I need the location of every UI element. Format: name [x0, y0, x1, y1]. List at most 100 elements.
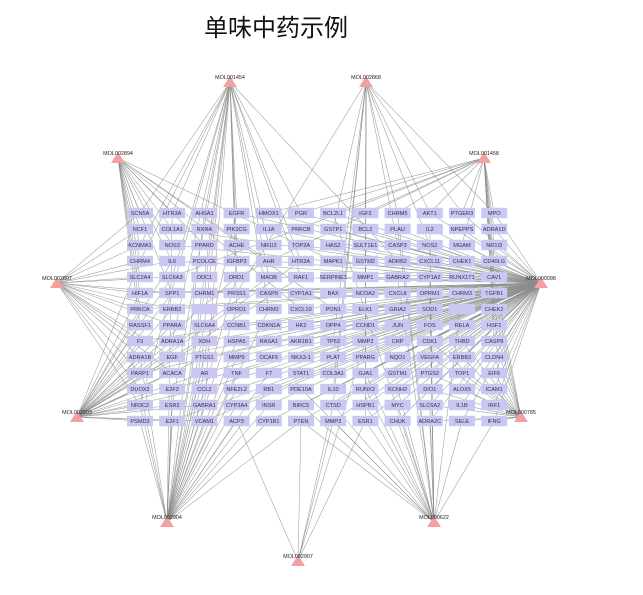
target-node-box [384, 383, 411, 395]
target-node-label: CHRM1 [194, 291, 214, 297]
molecule-node: MOL002897 [42, 276, 72, 288]
target-node: CXCL8 [384, 287, 411, 299]
edge [166, 420, 302, 523]
target-node-box [384, 367, 411, 379]
target-node-label: NR3C2 [131, 403, 149, 409]
target-node: PRKCB [288, 223, 314, 235]
target-node-box [352, 287, 379, 299]
target-node-box [191, 367, 218, 379]
target-node-box [416, 239, 443, 251]
target-node-box [288, 319, 314, 331]
target-node-label: ADRA1A [161, 339, 184, 345]
target-node: IL1A [255, 223, 282, 235]
target-node-box [416, 335, 443, 347]
target-node-box [191, 223, 218, 235]
target-node: HSPB1 [352, 399, 379, 411]
target-node-label: SOD1 [422, 307, 437, 313]
target-node-label: SLC6A4 [194, 323, 215, 329]
target-node-box [384, 223, 411, 235]
target-node-box [255, 271, 282, 283]
target-node-box [255, 383, 282, 395]
edge [365, 157, 485, 214]
target-node-label: ERBB2 [163, 307, 181, 313]
target-node: VEGFA [416, 351, 443, 363]
target-node: ERBB2 [159, 303, 186, 315]
target-node-label: CDKN1A [257, 323, 280, 329]
target-node: COL3A1 [320, 367, 347, 379]
edge [493, 372, 522, 418]
target-node-box [255, 319, 282, 331]
molecule-label: MOL002897 [42, 276, 72, 282]
target-node: AHR [255, 255, 282, 267]
target-node-label: MAPK1 [324, 259, 343, 265]
edge [268, 157, 485, 214]
edge [332, 81, 367, 406]
target-node: CAV1 [481, 271, 508, 283]
target-node-label: CCL2 [197, 387, 211, 393]
target-node-label: MGAM [453, 243, 471, 249]
target-node-box [481, 367, 508, 379]
target-node: ACP3 [223, 415, 250, 427]
target-node-box [127, 303, 153, 315]
target-node-box [416, 367, 443, 379]
target-node-box [159, 223, 186, 235]
target-node-label: SCN5A [131, 211, 150, 217]
edge [332, 81, 367, 230]
target-node-box [159, 287, 186, 299]
target-node: CHRM4 [127, 255, 153, 267]
target-node-label: NCF1 [133, 227, 148, 233]
target-node-label: E2F1 [166, 419, 179, 425]
target-node-box [481, 335, 508, 347]
target-node: CCL2 [191, 383, 218, 395]
target-node-label: ACP3 [229, 419, 244, 425]
target-node: NFE2L2 [223, 383, 250, 395]
molecule-triangle [359, 76, 373, 87]
target-node-label: MAOB [261, 275, 278, 281]
target-node: ODC1 [191, 271, 218, 283]
target-node: INSR [255, 399, 282, 411]
target-node-box [449, 287, 475, 299]
edge [56, 282, 141, 326]
target-node: F3 [127, 335, 153, 347]
target-node-label: IRF1 [488, 403, 500, 409]
target-node: CRP [384, 335, 411, 347]
edge [397, 420, 435, 523]
target-node: CTSD [320, 399, 347, 411]
target-node: EIF6 [481, 367, 508, 379]
target-node: HMOX1 [255, 207, 282, 219]
target-node: CYP1B1 [255, 415, 282, 427]
target-node: GSTM2 [352, 255, 379, 267]
target-node-box [352, 239, 379, 251]
target-node-label: CHRM4 [130, 259, 150, 265]
molecule-triangle [70, 411, 84, 422]
molecule-label: MOL001458 [469, 151, 499, 157]
target-node-label: E2F2 [166, 387, 179, 393]
target-node: HTR3A [159, 207, 186, 219]
target-node: NQO1 [384, 351, 411, 363]
target-node: ELK1 [352, 303, 379, 315]
target-node-label: PRKCB [291, 227, 311, 233]
target-node: DPP4 [320, 319, 347, 331]
edge [461, 372, 522, 418]
edge [56, 282, 141, 294]
target-node-label: SLC6A3 [162, 275, 183, 281]
target-node-box [127, 383, 153, 395]
target-node: MMP2 [352, 335, 379, 347]
target-node-label: VEGFA [420, 355, 439, 361]
target-node-box [384, 271, 411, 283]
target-node-label: NPEPPS [451, 227, 474, 233]
target-node: ESR1 [352, 415, 379, 427]
target-node: THBD [449, 335, 475, 347]
target-node-box [223, 239, 250, 251]
target-node: GABRA1 [191, 399, 218, 411]
target-node-label: SELE [455, 419, 470, 425]
target-node-label: TGFB1 [485, 291, 503, 297]
target-node-label: CHRM2 [259, 307, 279, 313]
target-node-label: CD40LG [483, 259, 505, 265]
target-node: ADRA1B [127, 351, 153, 363]
target-node-label: TOP2A [292, 243, 311, 249]
target-node-label: CASP8 [485, 339, 503, 345]
edge [171, 81, 231, 214]
target-node-label: NFE2L2 [226, 387, 247, 393]
target-node: NCF1 [127, 223, 153, 235]
